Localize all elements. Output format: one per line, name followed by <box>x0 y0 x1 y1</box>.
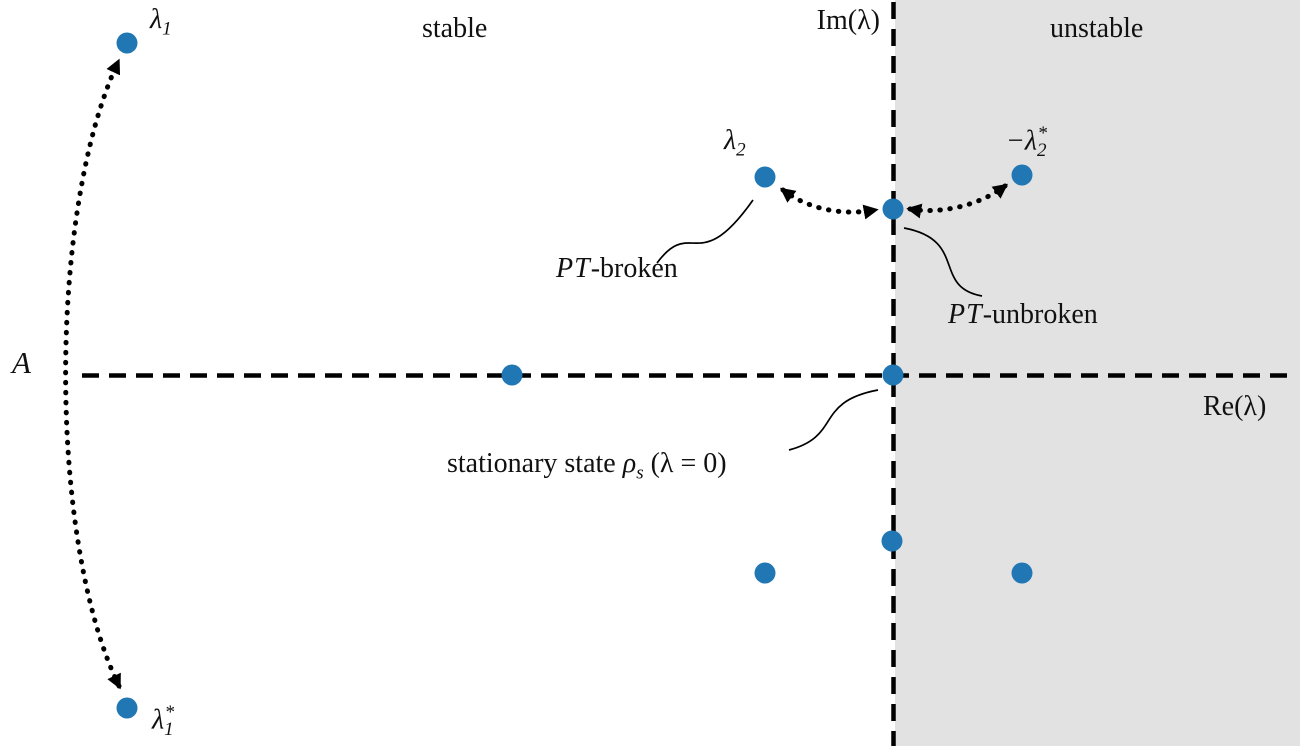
leader-pt-unbroken <box>903 227 983 297</box>
label-part: * <box>1037 123 1048 144</box>
label-part: 1 <box>162 18 172 40</box>
eigenvalue-dot-lower-right-eigenvalue <box>1011 562 1033 584</box>
label-part: stationary state <box>447 448 623 479</box>
label-part: (λ = 0) <box>643 448 727 479</box>
label-pt-unbroken: PT-unbroken <box>948 299 1098 331</box>
label-part: 1 <box>164 718 174 740</box>
label-re-axis: Re(λ) <box>1203 391 1267 422</box>
label-unstable: unstable <box>1050 13 1144 44</box>
label-stationary-state: stationary state ρs (λ = 0) <box>447 448 727 485</box>
eigenvalue-dot-lower-left-eigenvalue <box>754 562 776 584</box>
label-part: s <box>636 462 644 484</box>
label-part: -unbroken <box>982 299 1098 330</box>
eigenvalue-dot-neg-lambda2-conjugate <box>1011 164 1033 186</box>
label-im-axis: Im(λ) <box>816 5 880 36</box>
eigenvalue-dot-lambda1-conjugate <box>116 697 138 719</box>
label-pt-broken: PT-broken <box>556 253 678 285</box>
label-superoperator-A: A <box>12 345 31 380</box>
label-part: 2 <box>1037 139 1047 161</box>
unstable-region <box>895 0 1300 746</box>
label-part: * <box>164 702 175 723</box>
label-lambda1-conjugate: λ1* <box>152 702 175 741</box>
label-part: -broken <box>590 253 678 284</box>
eigenvalue-dot-pt-unbroken-eigenvalue <box>882 198 904 220</box>
eigenvalue-dot-real-axis-eigenvalue <box>501 364 523 386</box>
label-part: 2 <box>736 139 746 161</box>
label-neg-lambda2-conjugate: −λ2* <box>1006 123 1048 162</box>
label-part: λ <box>152 704 165 736</box>
label-part: ρ <box>622 448 637 479</box>
leader-stationary <box>788 389 879 451</box>
label-lambda2: λ2 <box>724 125 746 162</box>
trajectory-arc-A <box>63 58 122 690</box>
eigenvalue-dot-lambda2 <box>754 166 776 188</box>
eigenvalue-dot-stationary-state <box>882 364 904 386</box>
leader-pt-broken <box>656 199 754 264</box>
label-stable: stable <box>422 13 488 44</box>
eigenvalue-dot-lambda1 <box>116 32 138 54</box>
label-part: PT <box>948 299 983 330</box>
arrow-lambda2-to-axis <box>780 187 879 220</box>
label-part: PT <box>556 253 591 284</box>
label-part: −λ <box>1006 125 1038 157</box>
eigenvalue-dot-imag-axis-lower-eigenvalue <box>881 530 903 552</box>
arrow-axis-to-neg-lambda2 <box>906 183 1009 219</box>
label-part: λ <box>724 125 737 156</box>
label-part: λ <box>150 4 163 35</box>
label-lambda1: λ1 <box>150 4 172 41</box>
